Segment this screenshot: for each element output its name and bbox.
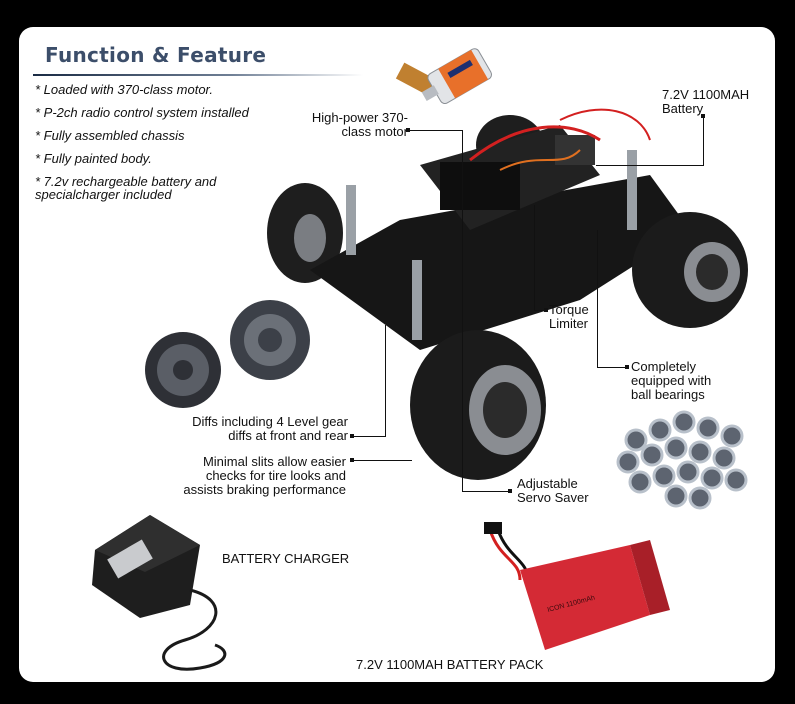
torque-leader [534, 205, 535, 311]
servo-callout: Adjustable Servo Saver [517, 476, 589, 505]
page-title: Function & Feature [45, 43, 267, 67]
bearings-image [616, 410, 748, 510]
servo-leader [462, 491, 510, 492]
battery-leader-horizontal [596, 165, 704, 166]
slits-leader [352, 460, 412, 461]
feature-item: * 7.2v rechargeable battery and specialc… [35, 174, 217, 202]
motor-leader [409, 130, 462, 131]
battery-callout: 7.2V 1100MAH Battery [662, 87, 750, 116]
leader-endpoint [350, 434, 354, 438]
bearings-callout: Completely equipped with ball bearings [631, 359, 712, 402]
leader-endpoint [508, 489, 512, 493]
leader-endpoint [544, 308, 548, 312]
battery-pack-image: ICON 1100mAh [484, 522, 670, 650]
title-divider [33, 74, 363, 76]
bearings-leader-horizontal [597, 367, 627, 368]
feature-item: * Fully painted body. [35, 151, 152, 166]
leader-endpoint [625, 365, 629, 369]
leader-endpoint [406, 128, 410, 132]
feature-list: * Loaded with 370-class motor. * P-2ch r… [35, 83, 305, 210]
battery-leader [703, 116, 704, 166]
gears-image [145, 300, 310, 408]
motor-leader-vertical [462, 130, 463, 492]
diffs-leader-horizontal [352, 436, 386, 437]
motor-callout: High-power 370-class motor [311, 110, 408, 139]
bearings-leader [597, 230, 598, 368]
truck-image [267, 108, 748, 480]
charger-image [92, 515, 227, 671]
charger-caption: BATTERY CHARGER [222, 551, 350, 566]
feature-item: * Loaded with 370-class motor. [35, 82, 214, 97]
torque-callout: Torque Limiter [549, 302, 589, 331]
feature-item: * P-2ch radio control system installed [35, 105, 249, 120]
slits-callout: Minimal slits allow easier checks for ti… [183, 454, 346, 497]
leader-endpoint [701, 114, 705, 118]
feature-item: * Fully assembled chassis [35, 128, 185, 143]
leader-endpoint [350, 458, 354, 462]
diffs-callout: Diffs including 4 Level gear diffs at fr… [192, 414, 348, 443]
torque-leader-horizontal [534, 310, 546, 311]
battery-pack-caption: 7.2V 1100MAH BATTERY PACK [356, 657, 544, 672]
diffs-leader [385, 325, 386, 437]
motor-image [395, 48, 492, 105]
